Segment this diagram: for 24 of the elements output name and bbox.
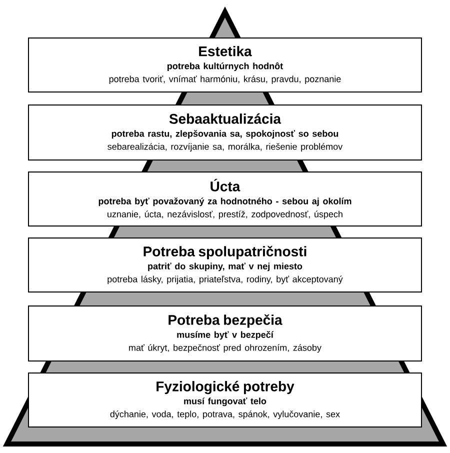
level-title: Fyziologické potreby — [156, 380, 294, 394]
level-subtitle: potreba kultúrnych hodnôt — [168, 62, 283, 71]
level-description: uznanie, úcta, nezávislosť, prestíž, zodpovednosť, úspech — [108, 210, 342, 220]
level-description: potreba tvoriť, vnímať harmóniu, krásu, pravdu, poznanie — [109, 76, 341, 84]
level-description: mať úkryt, bezpečnosť pred ohrozením, zásoby — [129, 344, 322, 353]
level-box — [28, 238, 422, 292]
level-description: sebarealizácia, rozvíjanie sa, morálka, riešenie problémov — [108, 143, 343, 152]
level-title: Potreba bezpečia — [168, 314, 282, 328]
level-description: dýchanie, voda, teplo, potrava, spánok, vylučovanie, sex — [110, 410, 340, 420]
level-title: Sebaaktualizácia — [169, 113, 282, 124]
level-title: Potreba spolupatričnosti — [144, 246, 306, 260]
level-subtitle: potreba byť považovaný za hodnotného - sebou aj okolím — [98, 198, 352, 206]
level-box — [28, 38, 422, 92]
level-subtitle: potreba rastu, zlepšovania sa, spokojnosť so sebou — [112, 130, 338, 139]
level-subtitle: musí fungovať telo — [184, 398, 266, 406]
level-description: potreba lásky, prijatia, priateľstva, rodiny, byť akceptovaný — [108, 276, 343, 284]
level-box — [28, 306, 422, 362]
level-title: Estetika — [199, 46, 252, 56]
level-subtitle: patriť do skupiny, mať v nej miesto — [148, 262, 302, 272]
level-subtitle: musíme byť v bezpečí — [177, 331, 274, 340]
level-box — [28, 104, 422, 160]
level-box — [28, 372, 422, 428]
level-box — [28, 172, 422, 226]
level-title: Úcta — [210, 178, 240, 192]
